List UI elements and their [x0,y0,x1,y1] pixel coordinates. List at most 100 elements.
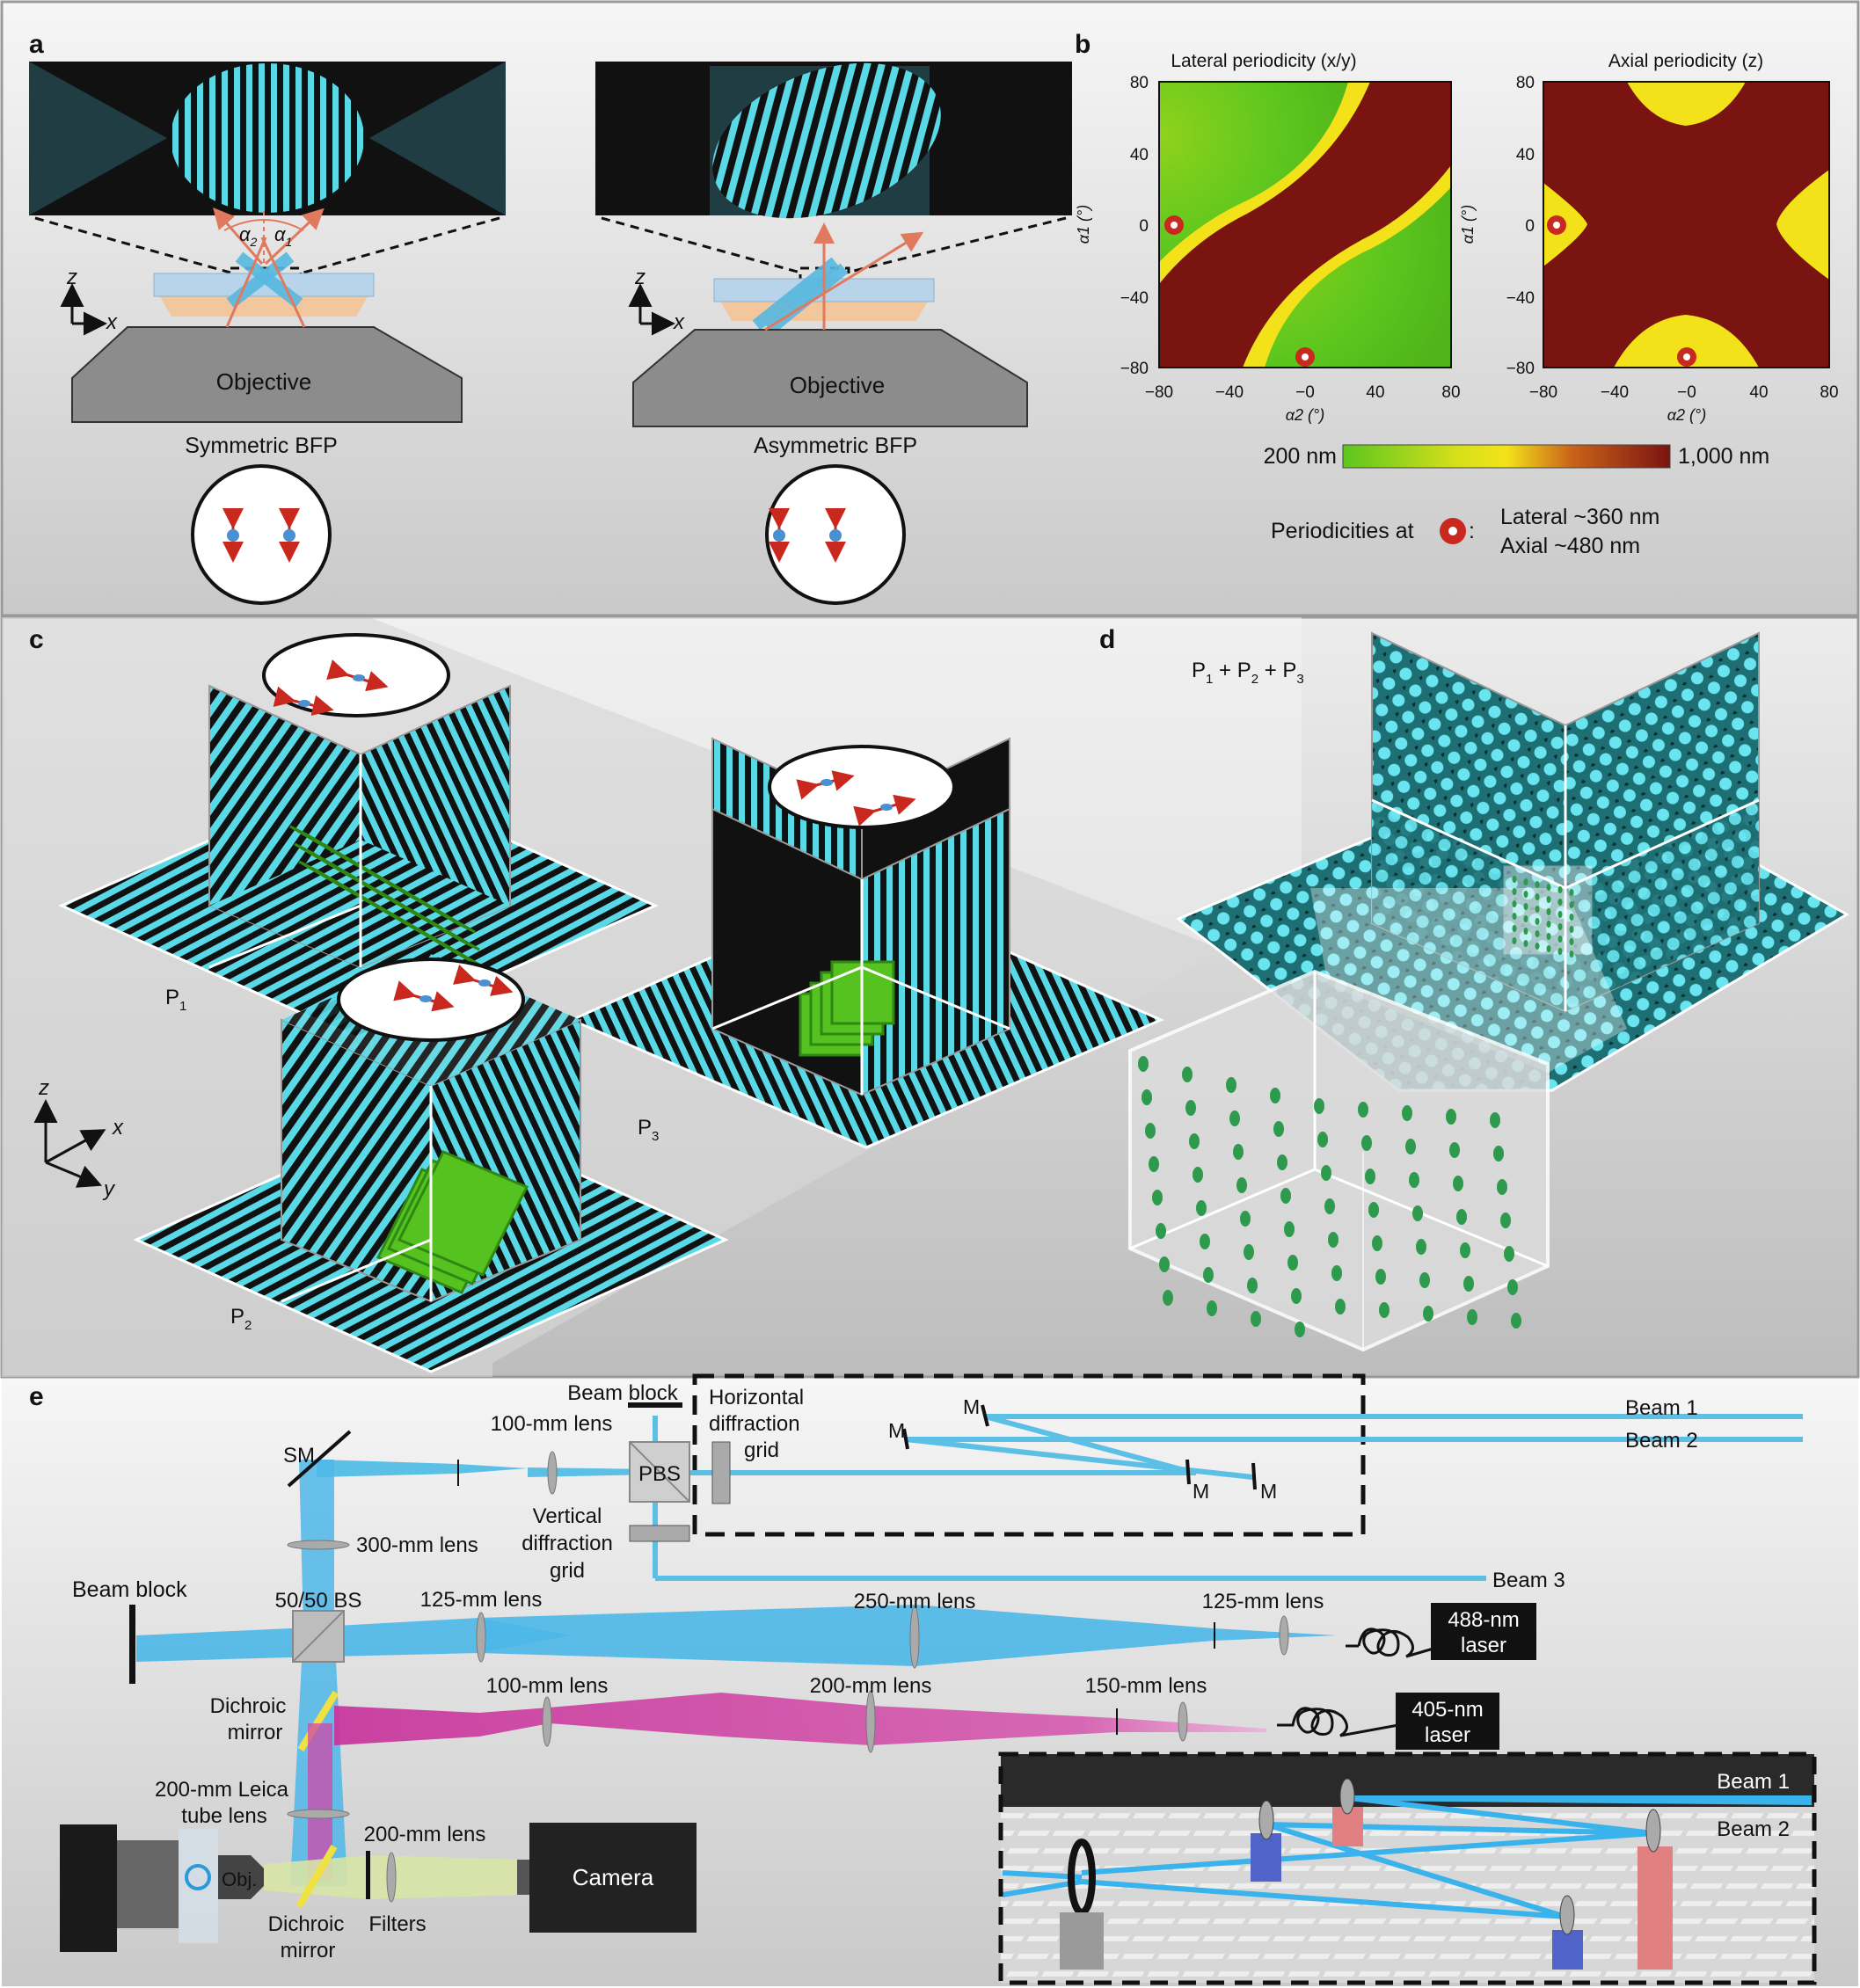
mirror-label-1: M [963,1395,980,1418]
sm-mirror [287,1430,352,1488]
lattice-point [1145,1123,1156,1139]
lens-250-label: 250-mm lens [854,1590,976,1613]
lattice-point [1405,1139,1416,1154]
lattice-point [1493,1146,1504,1161]
svg-text:−80: −80 [1529,383,1557,402]
symmetric-bfp-label: Symmetric BFP [185,433,338,458]
camera-port [517,1860,529,1895]
lattice-point [1229,1111,1240,1126]
lattice-point-small [1546,908,1551,915]
lattice-point [1490,1112,1500,1128]
lattice-point [1324,1198,1335,1214]
pattern-p2 [133,954,729,1373]
lattice-point [1244,1244,1254,1260]
beam-block-left [129,1605,135,1684]
lattice-point-small [1557,936,1563,943]
lateral-periodicity-value: Lateral ~360 nm [1500,505,1659,529]
lattice-point [1277,1154,1287,1170]
lateral-x-axis-label: α2 (°) [1286,406,1324,424]
lattice-point [1368,1202,1379,1218]
beam-block-left-label: Beam block [72,1577,187,1602]
lattice-point [1163,1290,1173,1306]
axial-periodicity-value: Axial ~480 nm [1500,534,1640,558]
lattice-point [1317,1132,1328,1147]
lens-100-top [457,1451,558,1495]
sm-label: SM [283,1444,315,1467]
lattice-point [1402,1105,1412,1121]
lattice-point [1372,1235,1382,1251]
lattice-point [1138,1056,1149,1072]
lattice-point [1182,1067,1193,1082]
lattice-point [1207,1300,1217,1316]
mirror-label-4: M [1260,1480,1277,1503]
bfp-circle-symmetric [191,464,332,605]
axis-z-label-a2: z [634,266,646,289]
lattice-point-small [1523,928,1528,935]
panel-d-title: P1 + P2 + P3 [1192,659,1304,687]
svg-text:−80: −80 [1506,360,1535,378]
svg-text:0: 0 [1525,217,1535,236]
lenses-magenta [542,1690,1188,1753]
tube-lens [287,1809,350,1819]
camera-label: Camera [573,1864,654,1890]
lattice-point [1159,1256,1170,1272]
label-p1: P1 [165,986,186,1014]
axis-x-label-c: x [112,1116,124,1140]
axis-z-label-c: z [38,1076,49,1100]
mirrors-top [902,1404,1257,1490]
svg-text:40: 40 [1516,146,1535,164]
camera-body [529,1823,697,1933]
lattice-point-small [1535,930,1540,937]
svg-text:40: 40 [1366,383,1384,402]
vertical-grid-label-1: Vertical [533,1504,602,1528]
lens-200-b [386,1852,397,1903]
horizontal-grid-label-2: diffraction [709,1412,800,1436]
lens-100-top-label: 100-mm lens [491,1412,613,1436]
lattice-point-small [1557,948,1563,955]
periodicities-prefix: Periodicities at [1271,519,1414,543]
svg-text:−40: −40 [1506,289,1535,308]
pattern-p1 [58,633,659,1039]
lattice-point-small [1512,913,1517,920]
mirror-label-3: M [1193,1480,1209,1503]
lattice-point-small [1546,884,1551,891]
lattice-point [1236,1177,1247,1193]
laser-488-line1: 488-nm [1448,1608,1519,1632]
lattice-point [1456,1209,1467,1225]
panel-label-d: d [1099,625,1115,654]
lattice-point [1321,1165,1331,1181]
dichroic-bottom-label-1: Dichroic [268,1912,345,1936]
lattice-point [1358,1102,1368,1118]
svg-text:0: 0 [1139,217,1149,236]
beam-block-top [628,1402,682,1408]
lattice-point [1335,1299,1346,1314]
lattice-point [1331,1265,1342,1281]
lattice-point-small [1569,889,1574,896]
svg-text:40: 40 [1749,383,1768,402]
lattice-point [1500,1212,1511,1228]
marker-legend-dot-center [1448,527,1457,535]
obj-label: Obj. [222,1868,257,1890]
lattice-point [1446,1109,1456,1125]
lens-200-b-label: 200-mm lens [364,1823,486,1846]
panel-label-c: c [29,625,44,654]
dichroic-bottom-label-2: mirror [281,1939,336,1963]
vertical-beam [290,1460,347,1886]
lattice-point [1273,1121,1284,1137]
svg-text:80: 80 [1441,383,1460,402]
lattice-point [1460,1242,1470,1258]
lattice-point [1467,1309,1477,1325]
interference-image-symmetric [29,62,506,215]
horizontal-grid-label-1: Horizontal [709,1386,804,1409]
lattice-point [1270,1088,1280,1103]
axial-x-ticks: −80 −40 −0 40 80 [1529,383,1839,402]
lateral-x-ticks: −80 −40 −0 40 80 [1145,383,1461,402]
lattice-point-small [1523,878,1528,885]
beam2-label: Beam 2 [1625,1429,1698,1453]
mirror-label-2: M [888,1419,905,1442]
lattice-point [1497,1179,1507,1195]
lens-300-label: 300-mm lens [356,1533,478,1557]
axis-z-label-a1: z [66,266,77,289]
lattice-point [1291,1288,1302,1304]
